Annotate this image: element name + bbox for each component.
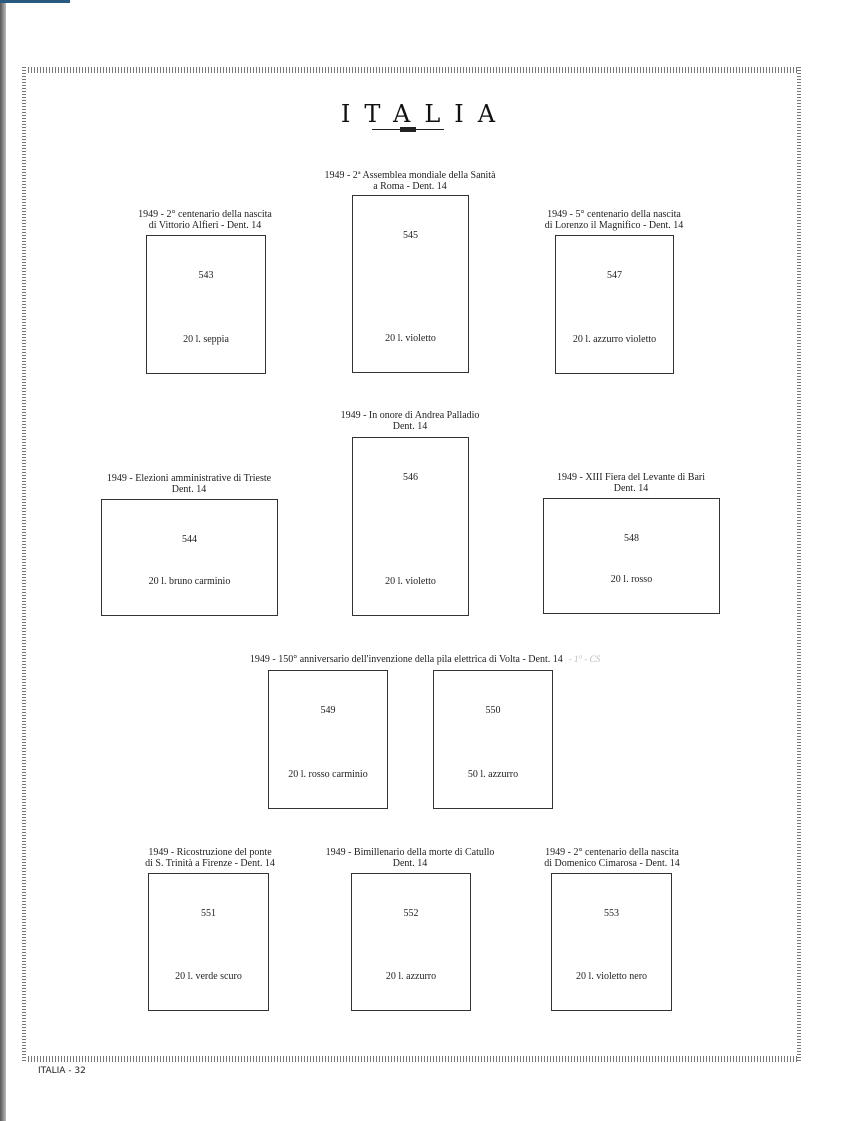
stamp-number: 550 [485, 705, 501, 716]
stamp-value: 20 l. rosso [610, 574, 653, 585]
stamp-slot-552: 552 20 l. azzurro [351, 873, 471, 1011]
stamp-value: 50 l. azzurro [467, 769, 519, 780]
scan-edge [0, 0, 70, 3]
stamp-number: 547 [607, 270, 622, 281]
frame-right [797, 67, 801, 1062]
stamp-slot-551: 551 20 l. verde scuro [148, 873, 269, 1011]
stamp-number: 544 [182, 534, 197, 545]
set-caption-row: 1949 - 150° anniversario dell'invenzione… [0, 654, 850, 665]
handwritten-note: - 1° - CS [568, 654, 601, 664]
stamp-slot-544: 544 20 l. bruno carminio [101, 499, 278, 616]
frame-top [22, 67, 802, 73]
stamp-value: 20 l. azzurro [385, 971, 437, 982]
stamp-slot-553: 553 20 l. violetto nero [551, 873, 672, 1011]
page-title: ITALIA [340, 100, 510, 128]
stamp-slot-548: 548 20 l. rosso [543, 498, 720, 614]
stamp-number: 552 [403, 908, 419, 919]
stamp-slot-550: 550 50 l. azzurro [433, 670, 553, 809]
stamp-number: 551 [201, 908, 216, 919]
stamp-value: 20 l. bruno carminio [148, 576, 231, 587]
stamp-slot-549: 549 20 l. rosso carminio [268, 670, 388, 809]
frame-left [22, 67, 26, 1062]
stamp-slot-547: 547 20 l. azzurro violetto [555, 235, 674, 374]
title-ornament [372, 127, 444, 132]
stamp-slot-545: 545 20 l. violetto [352, 195, 469, 373]
set-caption: 1949 - 150° anniversario dell'invenzione… [249, 654, 563, 665]
stamp-value: 20 l. verde scuro [175, 971, 242, 982]
stamp-value: 20 l. seppia [183, 334, 229, 345]
stamp-value: 20 l. violetto nero [575, 971, 648, 982]
stamp-slot-543: 543 20 l. seppia [146, 235, 266, 374]
binder-spine-edge [0, 0, 6, 1121]
stamp-slot-546: 546 20 l. violetto [352, 437, 469, 616]
stamp-value: 20 l. rosso carminio [288, 769, 368, 780]
stamp-number: 546 [403, 472, 418, 483]
stamp-number: 549 [320, 705, 336, 716]
stamp-number: 543 [198, 270, 214, 281]
stamp-value: 20 l. violetto [385, 576, 436, 587]
stamp-number: 548 [624, 533, 639, 544]
set-caption: 1949 - Bimillenario della morte di Catul… [325, 847, 495, 869]
frame-bottom [22, 1056, 802, 1062]
stamp-value: 20 l. violetto [385, 333, 436, 344]
stamp-number: 553 [604, 908, 619, 919]
stamp-value: 20 l. azzurro violetto [572, 334, 657, 345]
set-caption: 1949 - 2ª Assemblea mondiale della Sanit… [324, 170, 496, 192]
page-footer: ITALIA - 32 [38, 1066, 86, 1076]
stamp-number: 545 [403, 230, 418, 241]
set-caption: 1949 - Elezioni amministrative di Triest… [106, 473, 272, 495]
